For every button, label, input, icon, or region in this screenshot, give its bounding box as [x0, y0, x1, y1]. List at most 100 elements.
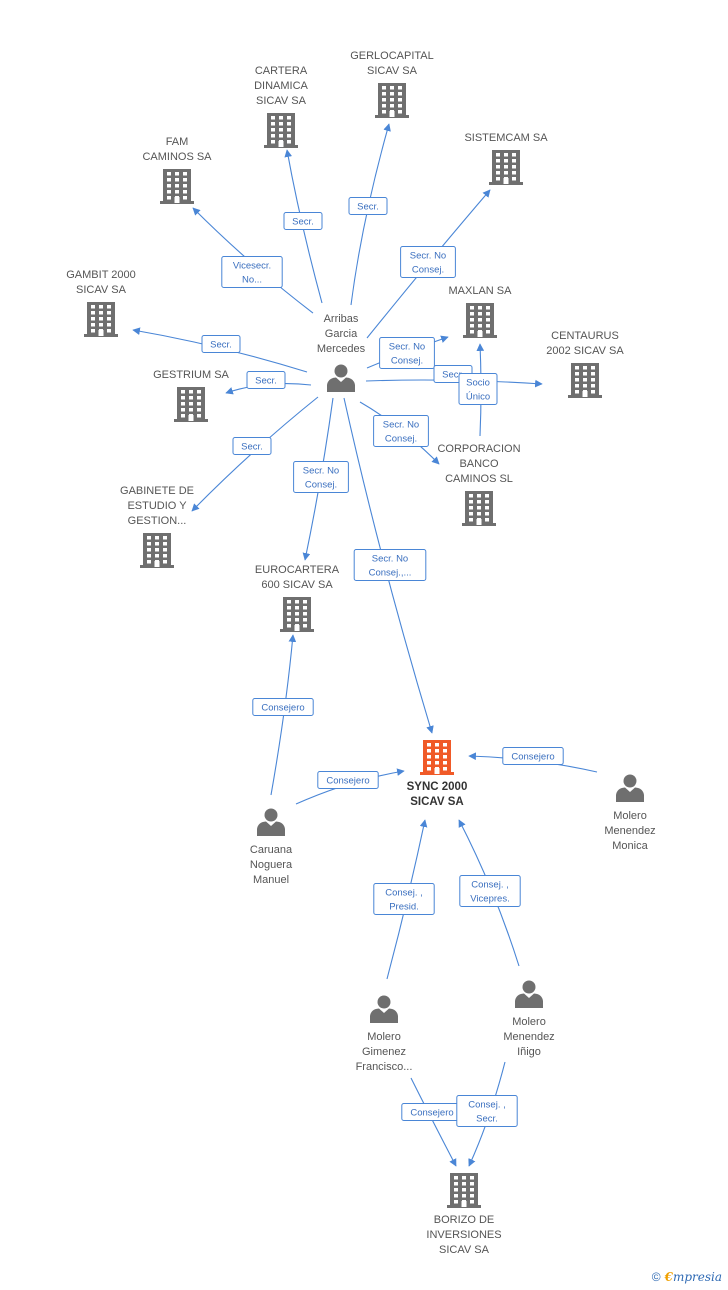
node-label: Menendez	[604, 825, 655, 837]
edge-label-text: Consej.	[305, 480, 337, 491]
edge-label-text: Consej.	[385, 434, 417, 445]
node-label: CORPORACION	[437, 443, 520, 455]
building-icon	[462, 491, 496, 526]
copyright-symbol: ©	[651, 1270, 661, 1284]
brand-logo-text: mpresia	[672, 1270, 722, 1284]
edge-label-text: Secr.	[476, 1114, 498, 1125]
building-icon	[160, 169, 194, 204]
node-label: Molero	[512, 1016, 546, 1028]
node-label: SICAV SA	[76, 284, 127, 296]
person-icon	[370, 995, 398, 1023]
edge-label-text: Único	[466, 392, 490, 403]
edge-arribas-to-sync: Secr. NoConsej.,...	[343, 397, 434, 734]
edge-label[interactable]: Secr.	[201, 335, 241, 353]
edge-label[interactable]: Secr.	[246, 371, 286, 389]
edge-label-box	[232, 437, 272, 455]
edge-label[interactable]: Secr.	[232, 437, 272, 455]
edge-label-text: Secr. No	[303, 466, 339, 477]
edge-label[interactable]: Consej. ,Vicepres.	[459, 875, 521, 907]
node-label: CAMINOS SA	[142, 151, 212, 163]
edge-label-text: Secr.	[357, 202, 379, 213]
node-label: Mercedes	[317, 343, 366, 355]
edge-label[interactable]: Vicesecr. No...	[221, 256, 283, 288]
building-icon	[489, 150, 523, 185]
edge-label-box	[293, 461, 349, 493]
edge-line	[410, 1077, 457, 1167]
edge-label[interactable]: Secr.	[348, 197, 388, 215]
edge-label-box	[458, 373, 498, 405]
edge-label-box	[317, 771, 379, 789]
edge-label[interactable]: Consej. ,Presid.	[373, 883, 435, 915]
node-label: Francisco...	[356, 1061, 413, 1073]
edge-label[interactable]: Secr.	[283, 212, 323, 230]
node-label: DINAMICA	[254, 80, 308, 92]
node-label: Arribas	[324, 313, 359, 325]
building-icon	[174, 387, 208, 422]
building-icon	[264, 113, 298, 148]
node-label: GESTION...	[128, 515, 187, 527]
edge-label[interactable]: Consejero	[502, 747, 564, 765]
edge-arribas-to-gestrium: Secr.	[225, 371, 312, 395]
edge-label-box	[456, 1095, 518, 1127]
edge-label[interactable]: Consej. , Secr.	[456, 1095, 518, 1127]
node-francisco[interactable]: MoleroGimenezFrancisco...	[356, 995, 413, 1074]
edge-label[interactable]: Consejero	[317, 771, 379, 789]
node-label: BORIZO DE	[434, 1214, 495, 1226]
node-label: Gimenez	[362, 1046, 406, 1058]
node-label: SYNC 2000	[407, 781, 468, 793]
node-label: Manuel	[253, 874, 289, 886]
edge-label-text: Vicesecr.	[233, 261, 271, 272]
edge-label-text: Secr. No	[389, 342, 425, 353]
edge-label-text: Consejero	[261, 703, 304, 714]
building-icon	[568, 363, 602, 398]
node-gestrium[interactable]: GESTRIUM SA	[153, 369, 230, 422]
node-label: CARTERA	[255, 65, 308, 77]
edge-arribas-to-eurocartera: Secr. No Consej.	[293, 397, 349, 561]
edge-label[interactable]: Consejero	[401, 1103, 463, 1121]
node-sistemcam[interactable]: SISTEMCAM SA	[464, 132, 548, 185]
edge-label[interactable]: Secr. NoConsej.,...	[353, 549, 427, 581]
edge-label-box	[373, 883, 435, 915]
edge-label-text: Vicepres.	[470, 894, 509, 905]
edge-caruana-to-sync: Consejero	[295, 768, 405, 805]
footer-brand: ©€mpresia	[652, 1270, 722, 1284]
edge-label-text: No...	[242, 275, 262, 286]
node-label: SISTEMCAM SA	[464, 132, 548, 144]
node-maxlan[interactable]: MAXLAN SA	[449, 285, 513, 338]
edge-label-text: Socio	[466, 378, 490, 389]
edge-label[interactable]: Consejero	[252, 698, 314, 716]
node-label: Garcia	[325, 328, 358, 340]
edge-label-text: Consej. ,	[468, 1100, 506, 1111]
building-icon	[280, 597, 314, 632]
person-icon	[515, 980, 543, 1008]
edge-label[interactable]: Secr. No Consej.	[293, 461, 349, 493]
node-label: GAMBIT 2000	[66, 269, 136, 281]
edge-francisco-to-sync: Consej. ,Presid.	[373, 819, 435, 980]
edge-label-text: Consej. ,	[385, 888, 423, 899]
edge-label-text: Consej.,...	[369, 568, 412, 579]
edge-arribas-to-gabinete: Secr.	[191, 396, 319, 512]
edge-label-box	[201, 335, 241, 353]
building-icon	[447, 1173, 481, 1208]
